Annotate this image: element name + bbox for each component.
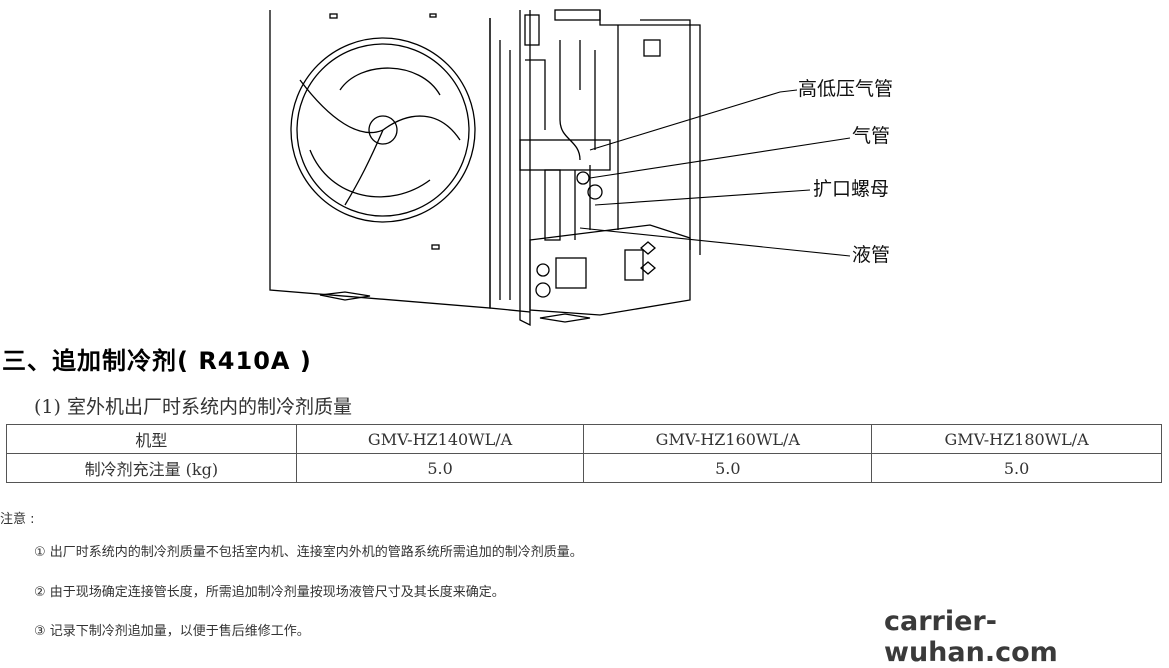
callout-gas-pipe: 气管 (852, 125, 891, 147)
table-cell: GMV-HZ180WL/A (871, 424, 1162, 454)
refrigerant-table: 机型 GMV-HZ140WL/A GMV-HZ160WL/A GMV-HZ180… (6, 424, 1162, 483)
note-item-3: ③ 记录下制冷剂追加量，以便于售后维修工作。 (34, 624, 310, 639)
note-item-2: ② 由于现场确定连接管长度，所需追加制冷剂量按现场液管尺寸及其长度来确定。 (34, 585, 505, 600)
table-cell: 5.0 (871, 453, 1162, 483)
table-header-row: 机型 GMV-HZ140WL/A GMV-HZ160WL/A GMV-HZ180… (6, 424, 1162, 454)
outdoor-unit-diagram (269, 9, 851, 327)
section-subheading: (1) 室外机出厂时系统内的制冷剂质量 (34, 396, 352, 418)
table-row: 制冷剂充注量 (kg) 5.0 5.0 5.0 (6, 453, 1162, 483)
watermark: carrier-wuhan.com (884, 606, 1058, 668)
callout-flare-nut: 扩口螺母 (813, 178, 890, 200)
callout-high-low-pressure-pipe: 高低压气管 (798, 78, 894, 100)
table-cell: 制冷剂充注量 (kg) (6, 453, 297, 483)
table-cell: GMV-HZ160WL/A (583, 424, 873, 454)
table-cell: GMV-HZ140WL/A (295, 424, 585, 454)
callout-liquid-pipe: 液管 (852, 244, 891, 266)
note-item-1: ① 出厂时系统内的制冷剂质量不包括室内机、连接室内外机的管路系统所需追加的制冷剂… (34, 545, 583, 560)
section-heading: 三、追加制冷剂( R410A ) (2, 347, 312, 375)
table-cell: 5.0 (583, 453, 873, 483)
notes-title: 注意 : (0, 512, 35, 527)
table-cell: 机型 (6, 424, 297, 454)
table-cell: 5.0 (295, 453, 585, 483)
